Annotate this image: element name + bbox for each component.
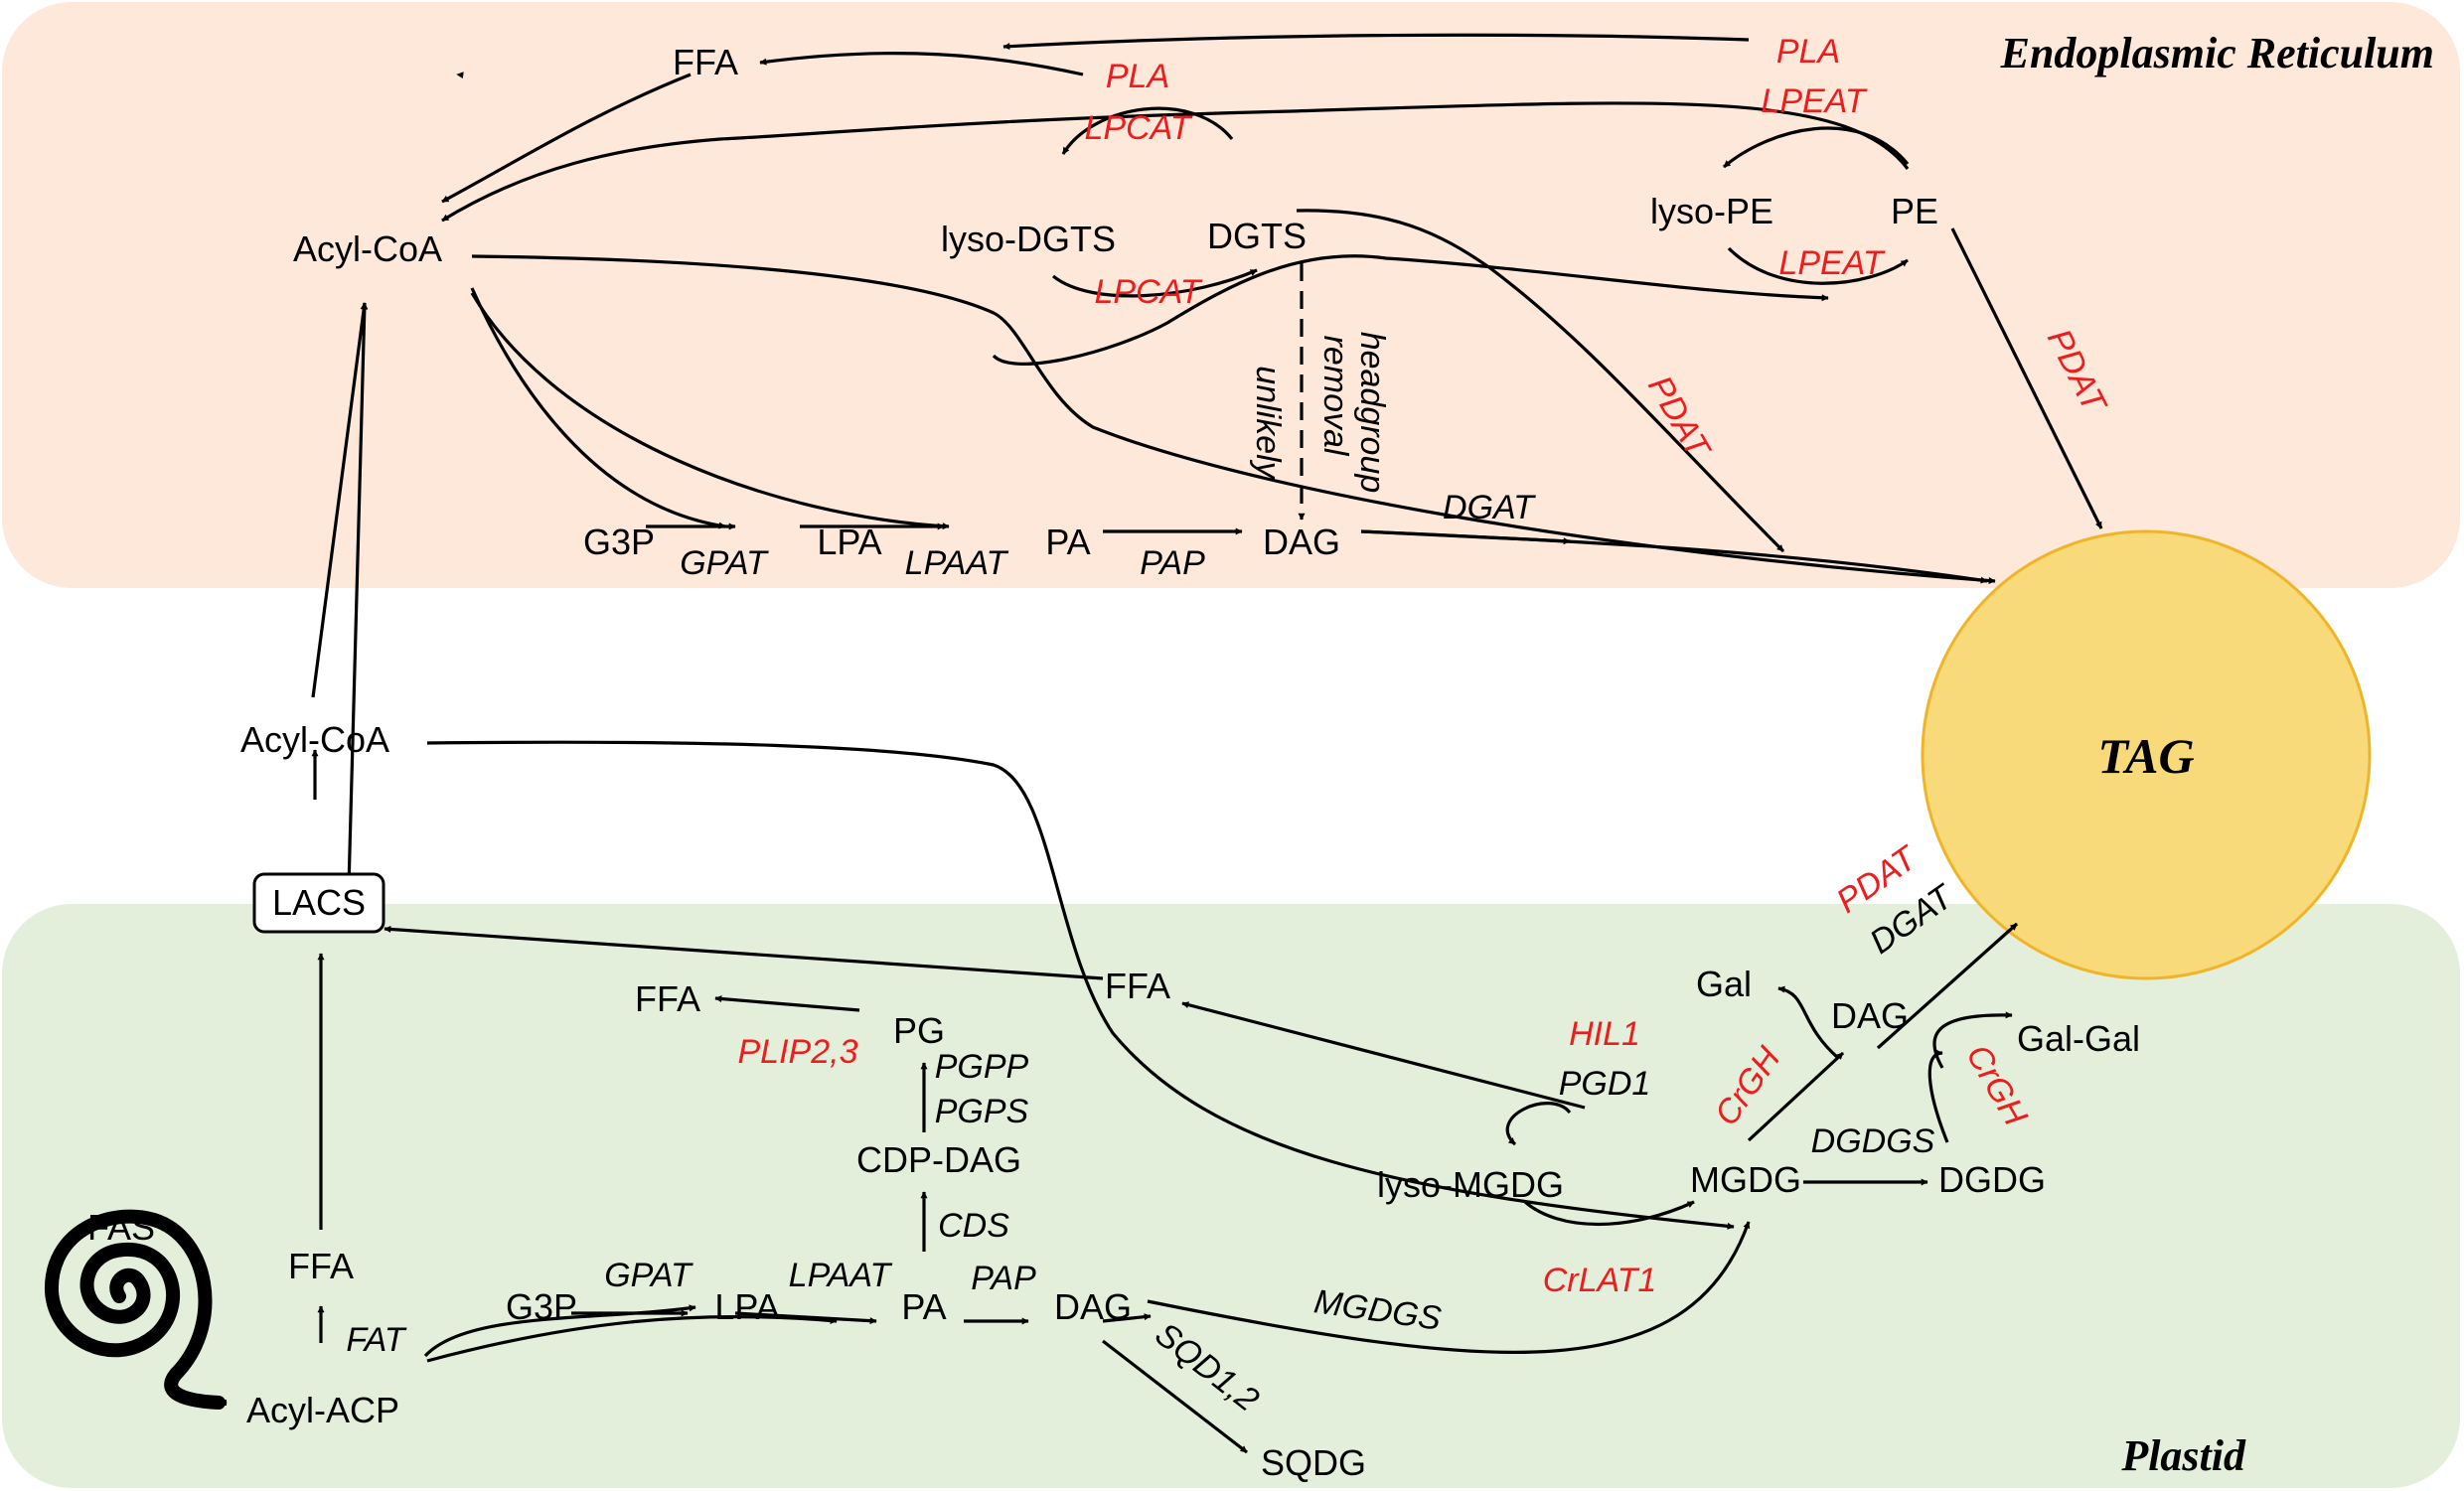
er-lpcat-2: LPCAT [1094,273,1202,311]
plastid-dgdgs: DGDGS [1811,1122,1935,1160]
plastid-lpaat: LPAAT [789,1257,893,1294]
plastid-arrows [311,302,2019,1454]
er-dgat: DGAT [1443,489,1536,526]
er-lpaat: LPAAT [905,544,1009,582]
plastid-fas: FAS [87,1207,155,1248]
plastid-gal-gal: Gal-Gal [2017,1018,2140,1059]
er-lpcat-1: LPCAT [1084,109,1192,147]
er-pa: PA [1045,522,1090,562]
er-dag: DAG [1263,522,1340,562]
transit-acyl-coa: Acyl-CoA [240,719,389,760]
headgroup-note-line-1: headgroup [1353,332,1391,494]
er-lyso-dgts: lyso-DGTS [941,219,1116,259]
er-acyl-coa: Acyl-CoA [293,228,442,269]
lacs-label: LACS [272,882,366,923]
plastid-label: Plastid [2120,1431,2246,1480]
plastid-dag-right: DAG [1831,995,1909,1036]
er-ffa: FFA [673,42,738,82]
er-pe: PE [1891,191,1938,231]
plastid-gal: Gal [1696,964,1752,1004]
er-g3p: G3P [583,522,655,562]
plastid-pg: PG [893,1010,945,1051]
plastid-pgps: PGPS [935,1093,1029,1130]
plastid-cdp-dag: CDP-DAG [856,1139,1021,1180]
plastid-mgdg: MGDG [1690,1159,1801,1200]
headgroup-removal-note: headgroup removal unlikely [1249,332,1391,494]
plastid-pgd1: PGD1 [1559,1065,1651,1103]
er-lpeat-1: LPEAT [1761,82,1867,120]
plastid-dag: DAG [1054,1286,1132,1327]
plastid-g3p: G3P [506,1286,577,1327]
plastid-ffa-left: FFA [288,1246,354,1286]
plastid-hil1: HIL1 [1569,1015,1640,1053]
plastid-compartment [2,904,2460,1488]
plastid-ffa-mid: FFA [635,978,700,1019]
plastid-dgdg: DGDG [1938,1159,2046,1200]
tag-label: TAG [2097,728,2194,784]
er-pla-1: PLA [1106,58,1169,95]
plastid-fat: FAT [346,1321,406,1359]
er-lpa: LPA [817,522,881,562]
lacs-box [252,872,385,934]
headgroup-note-line-2: removal [1316,336,1354,457]
plastid-crlat1: CrLAT1 [1543,1262,1657,1299]
plastid-pap: PAP [971,1260,1036,1297]
plastid-lpa: LPA [714,1286,779,1327]
plastid-ffa-right: FFA [1105,966,1170,1006]
er-label: Endoplasmic Reticulum [2000,29,2434,77]
headgroup-note-line-3: unlikely [1249,366,1287,480]
plastid-pa: PA [901,1286,946,1327]
er-arrows [346,33,2103,925]
er-pap: PAP [1140,544,1205,582]
er-gpat: GPAT [680,544,769,582]
plastid-gpat: GPAT [604,1257,693,1294]
tag-droplet [1921,529,2372,980]
plastid-plip: PLIP2,3 [738,1033,858,1071]
plastid-sqdg: SQDG [1261,1442,1366,1483]
er-lpeat-2: LPEAT [1778,244,1885,282]
er-lyso-pe: lyso-PE [1650,191,1773,231]
er-compartment [2,2,2460,588]
plastid-lyso-mgdg: lyso-MGDG [1377,1164,1564,1205]
plastid-acyl-acp: Acyl-ACP [246,1390,399,1430]
fas-spiral-icon [44,1209,228,1410]
er-pla-2: PLA [1776,33,1840,71]
er-dgts: DGTS [1207,216,1307,256]
plastid-pgpp: PGPP [935,1048,1029,1086]
plastid-cds: CDS [938,1207,1009,1245]
